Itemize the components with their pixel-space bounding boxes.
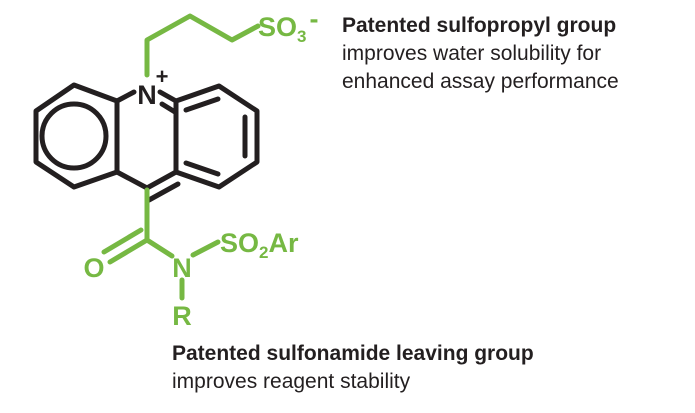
sulfonyl-label: SO2Ar — [220, 228, 299, 262]
sulfonamide-heading: Patented sulfonamide leaving group — [172, 342, 534, 365]
sulfopropyl-annotation: Patented sulfopropyl group improves wate… — [342, 12, 619, 96]
bond-c9-right — [144, 169, 179, 191]
bond-n-left — [114, 89, 137, 104]
sulfonate-group-text: SO — [258, 12, 297, 42]
right-ring-double-bond-bottom — [183, 160, 221, 177]
acridine-core — [33, 82, 260, 203]
carbonyl-oxygen-label: O — [83, 253, 104, 283]
sulfopropyl-chain — [144, 13, 261, 78]
right-ring-double-bond-top — [183, 96, 221, 113]
sulfonamide-annotation: Patented sulfonamide leaving group impro… — [172, 340, 534, 396]
bond-carbonyl-nitrogen — [144, 237, 175, 259]
sulfopropyl-heading: Patented sulfopropyl group — [342, 14, 617, 37]
bond-c9-right-double — [146, 181, 181, 203]
sulfonyl-subscript-text: 2 — [259, 243, 268, 262]
left-ring-aromatic-circle — [39, 101, 109, 171]
sulfonate-label: SO3- — [258, 4, 318, 46]
bond-nitrogen-sulfonyl — [190, 239, 221, 258]
sulfopropyl-line-1: improves water solubility for — [342, 42, 602, 65]
sulfonate-subscript-text: 3 — [297, 27, 306, 46]
bond-n-right — [157, 89, 179, 104]
sulfonyl-group-text: SO — [220, 228, 259, 258]
amide-nitrogen-label: N — [172, 253, 192, 283]
sulfonamide-line-1: improves reagent stability — [172, 370, 411, 393]
bond-n-right-double — [159, 101, 178, 115]
core-nitrogen-label: N — [137, 80, 157, 110]
r-substituent-label: R — [172, 301, 192, 331]
sulfonyl-aryl-text: Ar — [268, 228, 298, 258]
substituent-bonds — [101, 13, 261, 301]
sulfonate-charge-text: - — [309, 4, 318, 34]
bond-carbonyl-oxygen-double — [101, 227, 144, 255]
bond-c9-left — [114, 169, 150, 191]
core-charge-label: + — [156, 64, 169, 89]
sulfopropyl-line-2: enhanced assay performance — [342, 70, 619, 93]
bond-carbonyl-oxygen — [107, 237, 150, 265]
